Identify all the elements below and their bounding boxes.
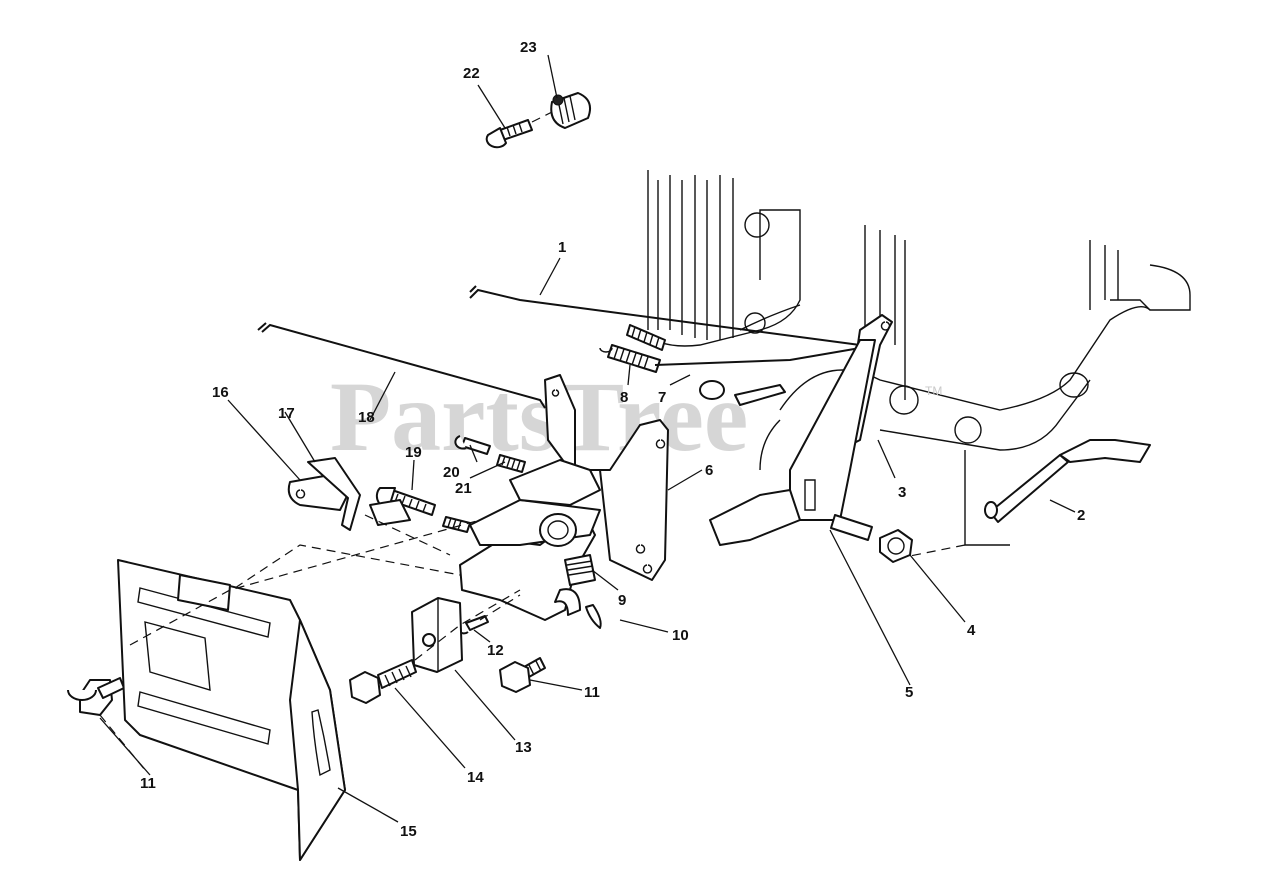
callout-16[interactable]: 16 xyxy=(212,384,229,401)
callout-9[interactable]: 9 xyxy=(618,592,626,609)
callout-14[interactable]: 14 xyxy=(467,769,484,786)
callout-3[interactable]: 3 xyxy=(898,484,906,501)
watermark-trademark: TM xyxy=(925,384,942,398)
callout-11-left[interactable]: 11 xyxy=(140,775,156,792)
callout-20[interactable]: 20 xyxy=(443,464,460,481)
part-22-screw xyxy=(485,119,533,149)
callout-2[interactable]: 2 xyxy=(1077,507,1085,524)
part-11-bolt-left xyxy=(67,677,125,716)
part-23-clamp xyxy=(550,92,591,129)
part-10-pin xyxy=(585,604,602,629)
part-12-screw xyxy=(456,615,489,635)
part-1-governor-rod xyxy=(469,285,861,351)
part-15-cover xyxy=(117,559,346,861)
callout-22[interactable]: 22 xyxy=(463,65,480,82)
callout-18[interactable]: 18 xyxy=(358,409,375,426)
callout-5[interactable]: 5 xyxy=(905,684,913,701)
part-14-bolt xyxy=(349,659,417,704)
part-7-link xyxy=(654,347,861,406)
callout-12[interactable]: 12 xyxy=(487,642,504,659)
part-13-block xyxy=(411,597,463,673)
part-4-nut xyxy=(879,529,913,563)
part-20-screw xyxy=(454,435,491,455)
callout-4[interactable]: 4 xyxy=(967,622,976,639)
leader-lines xyxy=(99,54,1076,823)
callout-1[interactable]: 1 xyxy=(558,239,566,256)
part-17-bracket xyxy=(307,457,411,531)
assembly-lines xyxy=(99,111,553,771)
callout-23[interactable]: 23 xyxy=(520,39,537,56)
callout-13[interactable]: 13 xyxy=(515,739,532,756)
callout-17[interactable]: 17 xyxy=(278,405,295,422)
callout-7[interactable]: 7 xyxy=(658,389,666,406)
part-9-throttle-assembly xyxy=(459,459,601,621)
part-2-choke-lever xyxy=(984,439,1151,523)
callout-10[interactable]: 10 xyxy=(672,627,689,644)
part-18-throttle-rod xyxy=(257,322,546,409)
part-11-bolt-right xyxy=(499,657,546,693)
callout-21[interactable]: 21 xyxy=(455,480,472,497)
part-5-control-bracket xyxy=(709,339,876,546)
callout-11-right[interactable]: 11 xyxy=(584,684,600,701)
callout-8[interactable]: 8 xyxy=(620,389,628,406)
callout-15[interactable]: 15 xyxy=(400,823,417,840)
watermark-text: PartsTree xyxy=(330,361,748,472)
part-21-spring xyxy=(442,454,526,533)
part-8-spring xyxy=(599,344,661,373)
callout-19[interactable]: 19 xyxy=(405,444,422,461)
callout-6[interactable]: 6 xyxy=(705,462,713,479)
part-4-stud xyxy=(830,514,873,541)
engine-block xyxy=(639,170,1191,561)
